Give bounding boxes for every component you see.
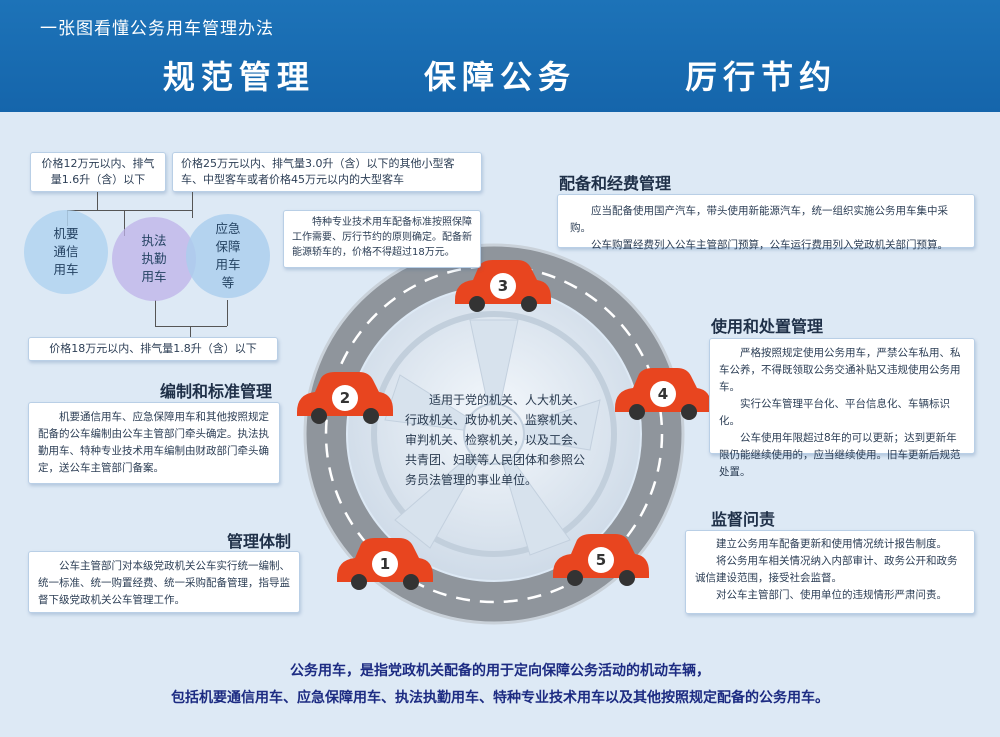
section-4-box: 严格按照规定使用公务用车，严禁公车私用、私车公养，不得既领取公务交通补贴又违规使… bbox=[709, 338, 975, 478]
connector-line bbox=[67, 210, 192, 211]
car-1: 1 bbox=[337, 538, 433, 590]
section-4-text-3: 公车使用年限超过8年的可以更新；达到更新年限仍能继续使用的，应当继续使用。旧车更… bbox=[719, 432, 961, 478]
circle-label: 执法执勤用车 bbox=[141, 233, 167, 284]
section-3-title: 配备和经费管理 bbox=[559, 174, 672, 193]
special-vehicle-box: 特种专业技术用车配备标准按照保障工作需要、厉行节约的原则确定。配备新能源轿车的，… bbox=[283, 210, 481, 268]
car-5: 5 bbox=[553, 534, 649, 586]
section-3-text-1: 应当配备使用国产汽车，带头使用新能源汽车，统一组织实施公务用车集中采购。 bbox=[570, 205, 948, 234]
section-4-text-1: 严格按照规定使用公务用车，严禁公车私用、私车公养，不得既领取公务交通补贴又违规使… bbox=[719, 347, 961, 393]
section-3-text-2: 公车购置经费列入公车主管部门预算，公车运行费用列入党政机关部门预算。 bbox=[591, 239, 948, 251]
price-box-c-text: 价格18万元以内、排气量1.8升（含）以下 bbox=[49, 342, 257, 355]
section-3-box: 应当配备使用国产汽车，带头使用新能源汽车，统一组织实施公务用车集中采购。 公车购… bbox=[557, 194, 975, 251]
connector-line bbox=[155, 300, 156, 326]
section-5-box: 建立公务用车配备更新和使用情况统计报告制度。 将公务用车相关情况纳入内部审计、政… bbox=[685, 530, 975, 614]
scope-text: 适用于党的机关、人大机关、行政机关、政协机关、监察机关、审判机关、检察机关，以及… bbox=[405, 393, 586, 487]
connector-line bbox=[124, 210, 125, 236]
section-2-text: 机要通信用车、应急保障用车和其他按照规定配备的公车编制由公车主管部门牵头确定。执… bbox=[38, 411, 269, 474]
page-subtitle: 一张图看懂公务用车管理办法 bbox=[40, 19, 274, 39]
car-3-number: 3 bbox=[498, 277, 508, 295]
price-box-c: 价格18万元以内、排气量1.8升（含）以下 bbox=[28, 337, 278, 361]
circle-law-enforcement-vehicle: 执法执勤用车 bbox=[112, 217, 196, 301]
section-1-text: 公车主管部门对本级党政机关公车实行统一编制、统一标准、统一购置经费、统一采购配备… bbox=[38, 560, 290, 606]
section-2-box: 机要通信用车、应急保障用车和其他按照规定配备的公车编制由公车主管部门牵头确定。执… bbox=[28, 402, 280, 484]
circle-confidential-vehicle: 机要通信用车 bbox=[24, 210, 108, 294]
circle-label: 机要通信用车 bbox=[53, 226, 79, 277]
slogan-3: 厉行节约 bbox=[685, 58, 838, 96]
car-3: 3 bbox=[455, 260, 551, 312]
car-5-number: 5 bbox=[596, 551, 606, 569]
slogan-2: 保障公务 bbox=[423, 58, 576, 96]
page-title: 规范管理 保障公务 厉行节约 bbox=[0, 52, 1000, 98]
section-5-text-2: 将公务用车相关情况纳入内部审计、政务公开和政务诚信建设范围，接受社会监督。 bbox=[695, 555, 958, 584]
car-4: 4 bbox=[615, 368, 711, 420]
circle-emergency-vehicle: 应急保障用车等 bbox=[186, 214, 270, 298]
connector-line bbox=[192, 192, 193, 218]
section-5-title: 监督问责 bbox=[711, 510, 776, 529]
connector-line bbox=[227, 300, 228, 326]
car-1-number: 1 bbox=[380, 555, 390, 573]
car-2: 2 bbox=[297, 372, 393, 424]
circle-label: 应急保障用车等 bbox=[215, 221, 241, 290]
section-1-title: 管理体制 bbox=[227, 532, 292, 551]
slogan-1: 规范管理 bbox=[162, 58, 315, 96]
special-vehicle-text: 特种专业技术用车配备标准按照保障工作需要、厉行节约的原则确定。配备新能源轿车的，… bbox=[292, 217, 472, 258]
section-1-box: 公车主管部门对本级党政机关公车实行统一编制、统一标准、统一购置经费、统一采购配备… bbox=[28, 551, 300, 613]
price-box-a-text: 价格12万元以内、排气量1.6升（含）以下 bbox=[41, 157, 155, 186]
price-box-a: 价格12万元以内、排气量1.6升（含）以下 bbox=[30, 152, 166, 192]
car-4-number: 4 bbox=[658, 385, 668, 403]
wheel-spokes bbox=[384, 319, 601, 556]
section-5-text-3: 对公车主管部门、使用单位的违规情形严肃问责。 bbox=[716, 589, 947, 601]
header-banner: 一张图看懂公务用车管理办法 规范管理 保障公务 厉行节约 bbox=[0, 0, 1000, 112]
connector-line bbox=[155, 326, 227, 327]
connector-line bbox=[97, 192, 98, 210]
connector-line bbox=[190, 326, 191, 337]
price-box-b-text: 价格25万元以内、排气量3.0升（含）以下的其他小型客车、中型客车或者价格45万… bbox=[181, 157, 455, 186]
footer-line-1: 公务用车，是指党政机关配备的用于定向保障公务活动的机动车辆， bbox=[290, 663, 710, 679]
car-2-number: 2 bbox=[340, 389, 350, 407]
section-5-text-1: 建立公务用车配备更新和使用情况统计报告制度。 bbox=[716, 538, 947, 550]
section-4-title: 使用和处置管理 bbox=[711, 317, 824, 336]
road-dashes bbox=[324, 264, 664, 604]
section-2-title: 编制和标准管理 bbox=[160, 382, 273, 401]
footer-line-2: 包括机要通信用车、应急保障用车、执法执勤用车、特种专业技术用车以及其他按照规定配… bbox=[171, 690, 829, 706]
price-box-b: 价格25万元以内、排气量3.0升（含）以下的其他小型客车、中型客车或者价格45万… bbox=[172, 152, 482, 192]
section-4-text-2: 实行公车管理平台化、平台信息化、车辆标识化。 bbox=[719, 398, 950, 427]
